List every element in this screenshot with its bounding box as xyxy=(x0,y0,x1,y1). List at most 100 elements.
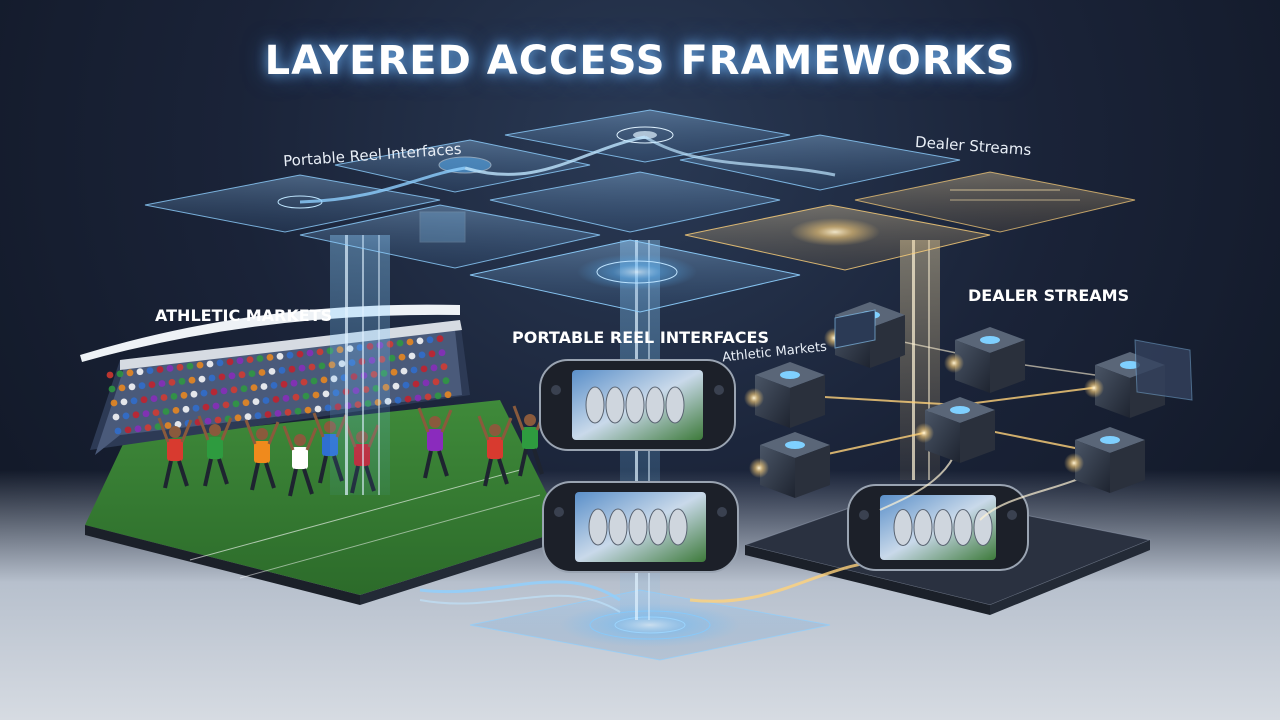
crowd-member xyxy=(210,388,218,396)
crowd-member xyxy=(242,399,250,407)
crowd-member xyxy=(162,408,170,415)
crowd-member xyxy=(268,368,276,375)
crowd-member xyxy=(316,348,324,356)
crowd-member xyxy=(186,362,194,370)
reel-cylinder xyxy=(625,386,645,424)
node-light xyxy=(785,441,805,449)
crowd-member xyxy=(108,385,116,393)
crowd-member xyxy=(226,358,234,366)
reel-cylinder xyxy=(973,509,993,546)
athlete xyxy=(197,415,233,487)
crowd-member xyxy=(284,408,292,416)
crowd-member xyxy=(262,397,270,404)
dealer-network xyxy=(744,302,1193,521)
crowd-member xyxy=(444,391,452,399)
reel-cylinder xyxy=(665,386,685,424)
athlete-head xyxy=(209,424,221,436)
crowd-member xyxy=(154,423,162,430)
athlete-leg xyxy=(423,450,433,479)
crowd-member xyxy=(180,391,188,399)
athlete-arm xyxy=(157,417,170,443)
crowd-member xyxy=(240,385,248,393)
crowd-member xyxy=(292,393,300,401)
stream-node xyxy=(914,397,995,463)
crowd-member xyxy=(266,354,274,361)
athlete-arm xyxy=(220,417,233,441)
crowd-member xyxy=(270,382,278,389)
crowd-member xyxy=(442,377,450,385)
crowd-member xyxy=(106,371,114,379)
crowd-member xyxy=(222,401,230,409)
athlete-jersey xyxy=(254,441,270,463)
athlete-arm xyxy=(440,409,453,433)
crowd-member xyxy=(134,425,142,433)
node-light xyxy=(980,336,1000,344)
athlete-arm xyxy=(282,425,295,451)
crowd-member xyxy=(208,374,216,382)
athlete-arm xyxy=(197,415,210,441)
crowd-member xyxy=(148,381,156,388)
crowd-member xyxy=(124,426,132,434)
crowd-member xyxy=(132,411,140,419)
crowd-member xyxy=(294,407,302,415)
crowd-member xyxy=(190,390,198,398)
node-side xyxy=(960,410,995,463)
crowd-member xyxy=(252,398,260,405)
athlete-leg xyxy=(177,460,189,487)
crowd-member xyxy=(142,410,150,418)
crowd-member xyxy=(196,361,204,369)
crowd-member xyxy=(136,368,144,376)
athlete-leg xyxy=(264,462,276,489)
stream-node xyxy=(749,432,830,498)
reel-cylinder xyxy=(628,508,648,546)
crowd-member xyxy=(218,373,226,381)
athlete-arm xyxy=(417,407,430,433)
crowd-member xyxy=(394,396,402,404)
crowd-member xyxy=(118,384,126,392)
crowd-member xyxy=(192,404,200,412)
crowd-member xyxy=(306,349,314,357)
crowd-member xyxy=(388,354,396,362)
crowd-member xyxy=(170,393,178,400)
athlete xyxy=(244,419,280,491)
stream-node xyxy=(1064,427,1145,493)
crowd-member xyxy=(286,351,294,359)
reel-cylinder xyxy=(953,509,973,546)
crowd-member xyxy=(398,353,406,361)
crowd-member xyxy=(438,349,446,357)
crowd-member xyxy=(422,379,430,387)
reel-cylinder xyxy=(913,509,933,546)
device-button xyxy=(717,507,727,517)
athlete-jersey xyxy=(522,427,538,449)
node-side xyxy=(870,315,905,368)
crowd-member xyxy=(116,370,124,378)
athlete xyxy=(477,415,513,487)
crowd-member xyxy=(140,396,148,404)
crowd-member xyxy=(234,414,242,422)
athlete-arm xyxy=(180,419,193,443)
crowd-member xyxy=(302,392,310,400)
crowd-member xyxy=(436,335,444,343)
node-light xyxy=(950,406,970,414)
crowd-member xyxy=(254,412,262,419)
athlete-leg xyxy=(483,458,493,487)
crowd-member xyxy=(324,404,332,412)
crowd-member xyxy=(432,378,440,386)
device-button xyxy=(859,510,869,520)
athlete-leg xyxy=(250,462,260,491)
reel-cylinder xyxy=(668,508,688,546)
reel-cylinder xyxy=(608,508,628,546)
crowd-member xyxy=(172,407,180,414)
crowd-member xyxy=(288,365,296,373)
crowd-member xyxy=(220,387,228,395)
node-glow xyxy=(944,353,964,373)
crowd-member xyxy=(310,377,318,385)
crowd-member xyxy=(248,370,256,377)
node-side xyxy=(760,445,795,498)
crowd-member xyxy=(320,376,328,384)
athlete-head xyxy=(294,434,306,446)
handheld-device xyxy=(847,484,1029,571)
crowd-member xyxy=(418,351,426,359)
crowd-member xyxy=(122,412,130,420)
athlete-leg xyxy=(288,468,298,497)
